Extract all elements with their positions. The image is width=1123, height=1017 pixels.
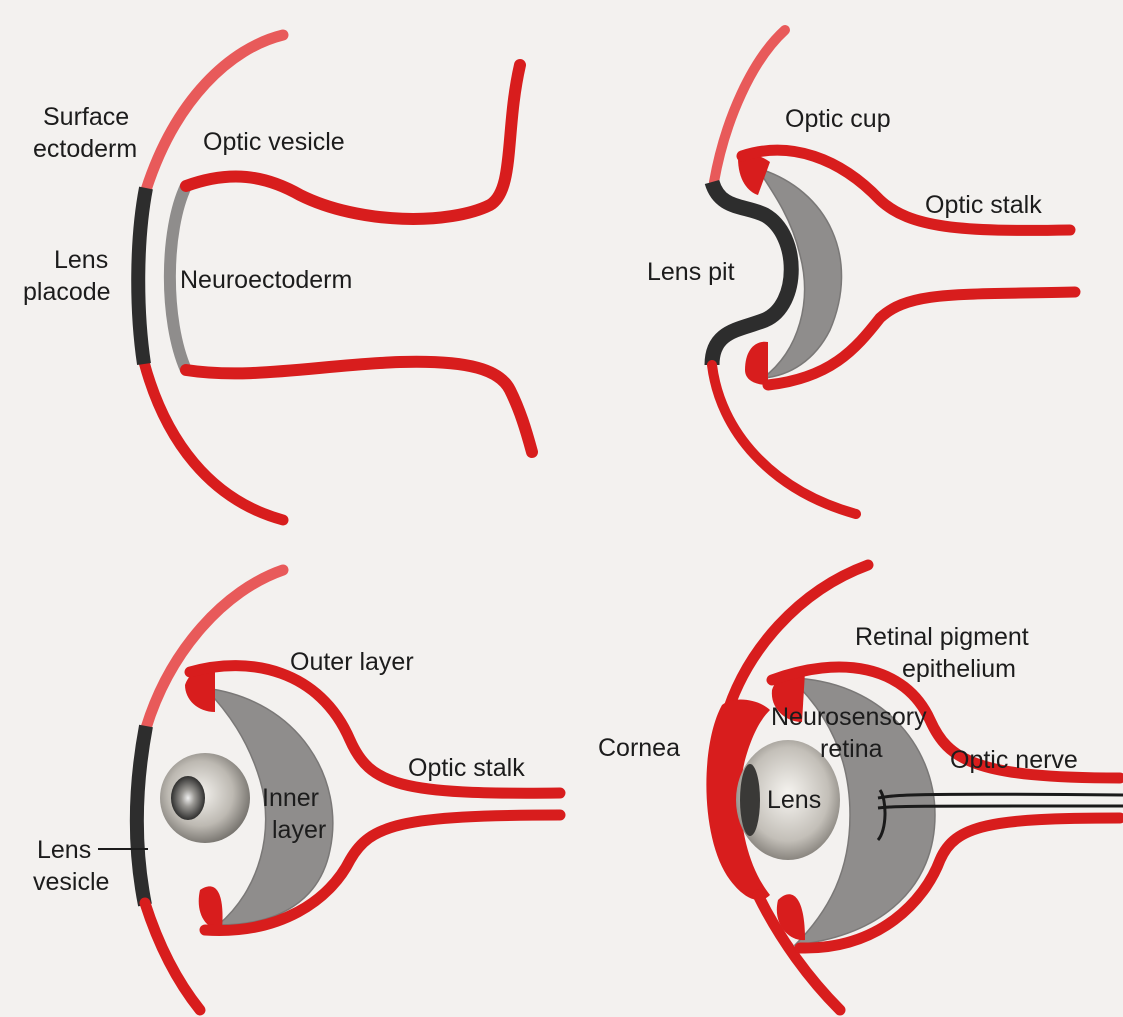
label-lens-placode-1: Lens (54, 246, 108, 274)
panel-optic-cup: Optic cup Optic stalk Lens pit (647, 30, 1075, 514)
label-outer-layer: Outer layer (290, 648, 414, 676)
label-optic-stalk: Optic stalk (408, 754, 525, 782)
label-optic-vesicle: Optic vesicle (203, 128, 345, 156)
label-lens-placode-2: placode (23, 278, 111, 306)
label-inner-layer-1: Inner (262, 784, 319, 812)
panel-mature-eye: Retinal pigment epithelium Neurosensory … (598, 565, 1123, 1010)
lens-vesicle-ectoderm-dark (137, 726, 146, 905)
label-retinal-pigment-2: epithelium (902, 655, 1016, 683)
label-neuroectoderm: Neuroectoderm (180, 266, 352, 294)
surface-ectoderm-upper (146, 35, 283, 190)
label-retinal-pigment-1: Retinal pigment (855, 623, 1029, 651)
surface-ectoderm-lower (144, 362, 283, 520)
neural-retina-crescent (757, 168, 842, 378)
label-lens-vesicle-1: Lens (37, 836, 91, 864)
surface-ectoderm-lower (145, 903, 200, 1010)
label-optic-cup: Optic cup (785, 105, 891, 133)
label-inner-layer-2: layer (272, 816, 326, 844)
label-lens: Lens (767, 786, 821, 814)
panel-optic-vesicle: Surface ectoderm Optic vesicle Lens plac… (23, 35, 532, 520)
panel-lens-vesicle: Outer layer Optic stalk Inner layer Lens… (33, 570, 560, 1010)
label-lens-vesicle-2: vesicle (33, 868, 109, 896)
cup-rim-lower (199, 886, 223, 930)
label-neurosensory-1: Neurosensory (771, 703, 927, 731)
label-surface-ectoderm-1: Surface (43, 103, 129, 131)
lens-shadow (740, 764, 760, 836)
label-optic-stalk: Optic stalk (925, 191, 1042, 219)
lens-vesicle-core (171, 776, 205, 820)
label-cornea: Cornea (598, 734, 680, 762)
label-surface-ectoderm-2: ectoderm (33, 135, 137, 163)
optic-vesicle-lower (186, 362, 532, 452)
label-optic-nerve: Optic nerve (950, 746, 1078, 774)
label-lens-pit: Lens pit (647, 258, 735, 286)
cup-rim-lower (745, 342, 768, 385)
label-neurosensory-2: retina (820, 735, 883, 763)
lens-placode (138, 188, 146, 364)
